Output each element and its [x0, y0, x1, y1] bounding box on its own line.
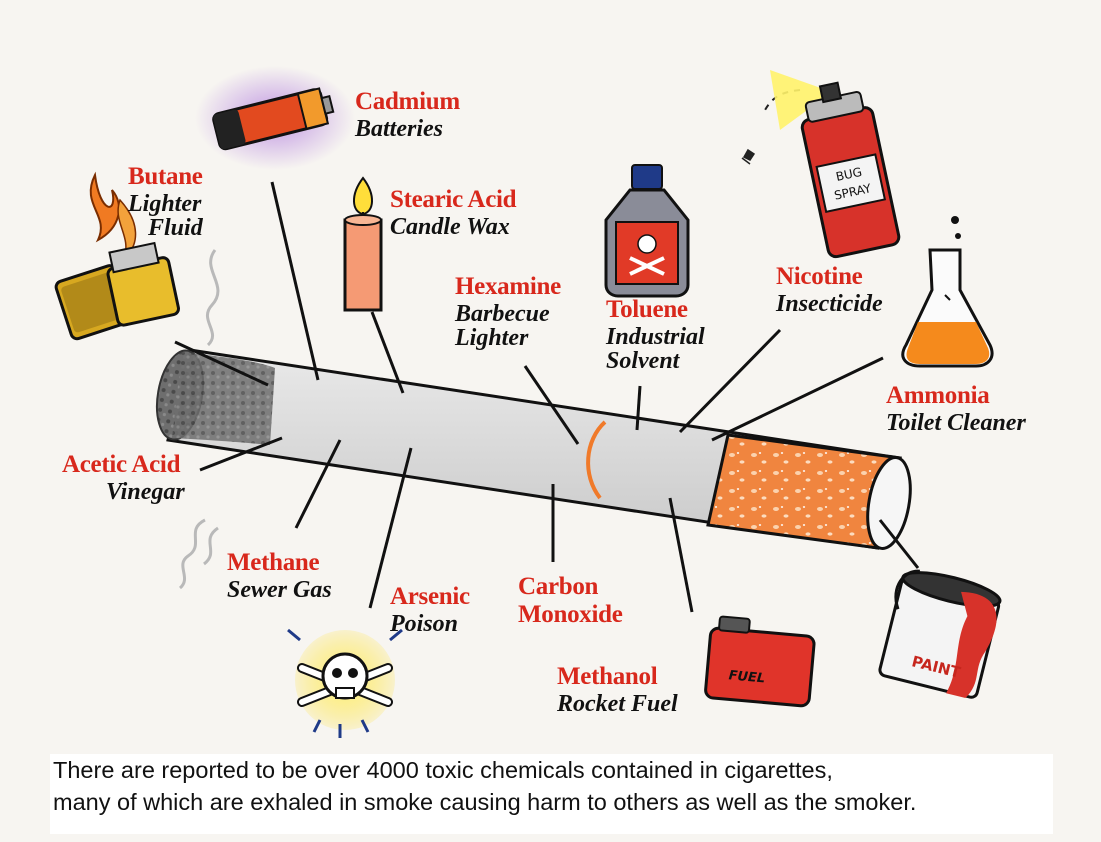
label-toluene: Toluene Industrial Solvent — [606, 297, 705, 373]
chemical-name: Carbon — [518, 573, 599, 600]
leader-lines — [174, 181, 920, 613]
chemical-name: Methanol — [557, 663, 658, 690]
common-use: Industrial Solvent — [606, 325, 705, 373]
chemical-name: Hexamine — [455, 273, 561, 300]
common-use-line: Candle Wax — [390, 214, 510, 240]
common-use: Insecticide — [776, 292, 883, 316]
common-use-line: Lighter — [128, 191, 202, 217]
battery-icon — [195, 66, 355, 170]
paint-can-icon: PAINT — [878, 569, 1002, 699]
lighter-icon — [54, 171, 180, 341]
common-use: Batteries — [355, 117, 460, 141]
fuel-can-label: FUEL — [728, 668, 766, 686]
solvent-bottle-icon — [604, 164, 690, 298]
common-use-line: Industrial — [606, 324, 705, 350]
label-methanol: Methanol Rocket Fuel — [557, 664, 678, 716]
label-methane: Methane Sewer Gas — [227, 550, 332, 602]
label-cadmium: Cadmium Batteries — [355, 89, 460, 141]
common-use: Lighter Fluid — [128, 192, 203, 240]
common-use-line: Barbecue — [455, 301, 550, 327]
common-use: Sewer Gas — [227, 578, 332, 602]
chemical-name: Arsenic — [390, 583, 470, 610]
common-use: Poison — [390, 612, 470, 636]
chemical-name: Methane — [227, 549, 320, 576]
common-use-line: Vinegar — [106, 479, 185, 505]
label-butane: Butane Lighter Fluid — [128, 164, 203, 240]
common-use-line: Toilet Cleaner — [886, 410, 1026, 436]
common-use-line: Sewer Gas — [227, 577, 332, 603]
common-use-line: Fluid — [148, 215, 203, 241]
label-ammonia: Ammonia Toilet Cleaner — [886, 383, 1026, 435]
chemical-name: Nicotine — [776, 263, 863, 290]
chemical-name: Acetic Acid — [62, 451, 181, 478]
candle-icon — [343, 176, 383, 312]
bug-spray-label-line1: BUG — [835, 165, 864, 184]
flask-icon — [901, 216, 994, 368]
common-use-line: Insecticide — [776, 291, 883, 317]
bug-spray-icon: BUG SPRAY — [741, 70, 901, 259]
fuel-can-icon: FUEL — [704, 615, 816, 708]
label-carbon-monoxide: Carbon Monoxide — [518, 574, 623, 627]
chemical-name: Butane — [128, 163, 203, 190]
common-use: Candle Wax — [390, 215, 516, 239]
caption-line-2: many of which are exhaled in smoke causi… — [53, 789, 917, 815]
caption: There are reported to be over 4000 toxic… — [50, 754, 1053, 834]
chemical-name-line2: Monoxide — [518, 601, 623, 628]
chemical-name: Toluene — [606, 296, 688, 323]
chemical-name: Cadmium — [355, 88, 460, 115]
common-use-line: Rocket Fuel — [557, 691, 678, 717]
common-use-line: Solvent — [606, 348, 680, 374]
label-nicotine: Nicotine Insecticide — [776, 264, 883, 316]
caption-line-1: There are reported to be over 4000 toxic… — [53, 757, 833, 783]
common-use: Toilet Cleaner — [886, 411, 1026, 435]
common-use-line: Lighter — [455, 325, 529, 351]
skull-icon — [287, 628, 403, 738]
common-use-line: Batteries — [355, 116, 443, 142]
label-acetic-acid: Acetic Acid Vinegar — [62, 452, 185, 504]
common-use: Barbecue Lighter — [455, 302, 561, 350]
cigarette — [155, 348, 912, 550]
chemical-name: Ammonia — [886, 382, 990, 409]
label-stearic-acid: Stearic Acid Candle Wax — [390, 186, 517, 239]
chemical-name: Stearic Acid — [390, 186, 517, 213]
common-use: Rocket Fuel — [557, 692, 678, 716]
common-use: Vinegar — [62, 480, 185, 504]
common-use-line: Poison — [390, 611, 459, 637]
label-hexamine: Hexamine Barbecue Lighter — [455, 274, 561, 350]
label-arsenic: Arsenic Poison — [390, 584, 470, 636]
smoke-wisps — [178, 249, 220, 590]
illustration: BUG SPRAY — [54, 66, 1002, 738]
